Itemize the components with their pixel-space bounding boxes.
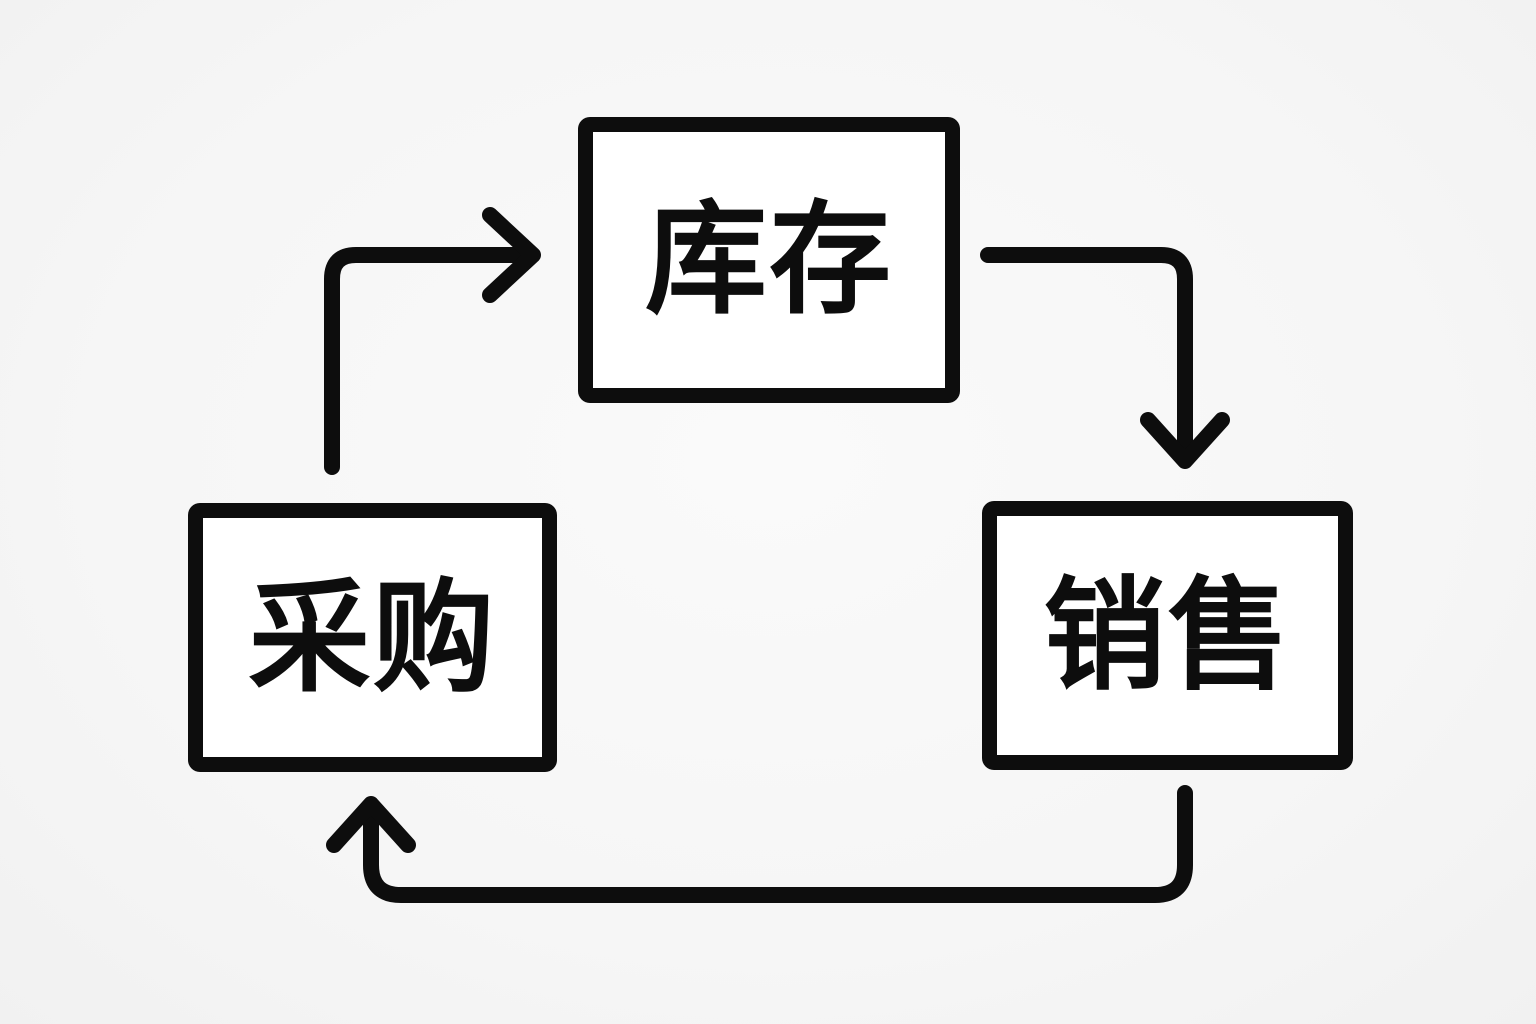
arrowhead-up-icon	[326, 796, 416, 853]
arrowhead-down-icon	[1140, 412, 1230, 469]
node-inventory-label: 库存	[645, 192, 893, 328]
arrow-inventory-to-sales	[980, 247, 1230, 469]
arrow-shaft	[980, 247, 1193, 462]
arrow-shaft	[363, 785, 1193, 903]
node-sales-label: 销售	[1043, 567, 1292, 704]
arrowhead-right-icon	[482, 207, 541, 303]
arrow-shaft	[324, 247, 534, 475]
node-sales: 销售	[982, 501, 1353, 770]
node-procurement: 采购	[188, 503, 557, 772]
arrow-procurement-to-inventory	[324, 207, 541, 475]
arrow-sales-to-procurement	[326, 785, 1193, 903]
node-inventory: 库存	[578, 117, 960, 403]
node-procurement-label: 采购	[248, 569, 497, 706]
